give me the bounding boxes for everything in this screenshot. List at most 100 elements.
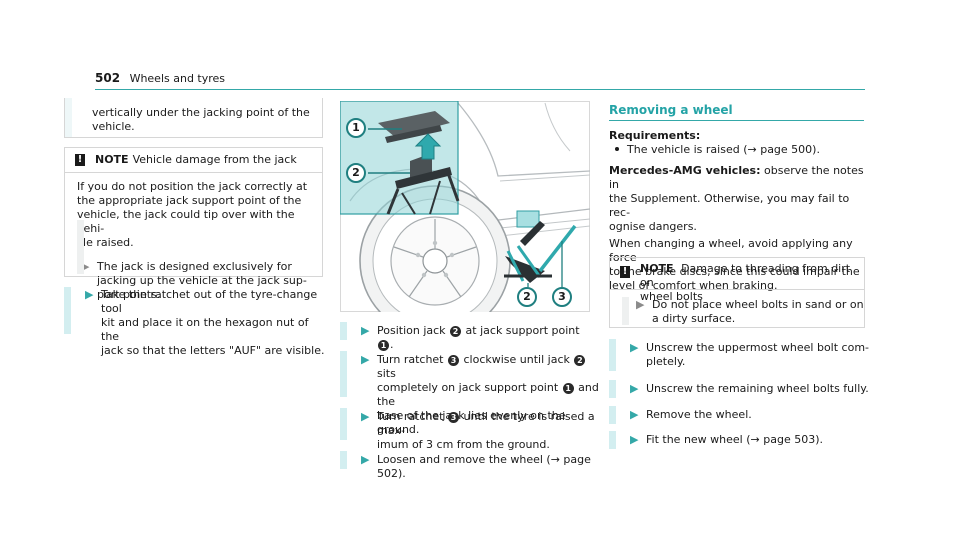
ref-number: 2 [574,355,586,366]
step-indicator [609,339,616,371]
amg-label: Mercedes-AMG vehicles: [609,164,761,177]
continued-line: vehicle. [92,120,135,133]
step-take-ratchet: ▶ Take the ratchet out of the tyre-chang… [85,288,325,358]
step-text: Unscrew the uppermost wheel bolt com- [646,341,870,354]
section-divider [609,120,864,121]
step-indicator [609,380,616,398]
note-indicator [77,220,84,274]
note-label: NOTE [640,262,674,275]
step-line: jack so that the letters "AUF" are visib… [101,344,325,357]
callout-2: 2 [346,163,366,183]
step-text: pletely. [646,355,686,368]
arrow-icon: ▶ [85,288,94,301]
arrow-icon: ▶ [630,408,639,421]
note-title: Damage to threading from dirt on [640,262,851,289]
arrow-icon: ▶ [630,433,639,446]
arrow-icon: ▶ [361,410,370,423]
requirements: Requirements: The vehicle is raised (→ p… [609,129,869,293]
header-divider [95,89,865,90]
arrow-icon: ▶ [81,260,90,273]
step-text: Turn ratchet [377,410,444,423]
ref-number: 2 [450,326,462,337]
bullet-icon [615,147,619,151]
figure-jack-illustration: 1 2 2 3 [339,100,591,337]
note-line: vehicle, the jack could tip over with th… [77,208,295,235]
jack-diagram [339,100,591,337]
note-sub-line: port points. [97,288,161,301]
section-title: Removing a wheel [609,103,733,117]
arrow-icon: ▶ [361,324,370,337]
note-sub-item: ▶ Do not place wheel bolts in sand or on… [636,298,864,326]
note-sub-line: a dirty surface. [652,312,736,325]
note-box-thread-damage: ! NOTE Damage to threading from dirt on … [609,257,865,328]
step-turn-ratchet-clockwise: ▶ Turn ratchet 3 clockwise until jack 2 … [361,353,601,437]
step-text: Position jack [377,324,446,337]
step-indicator [340,351,347,397]
requirements-label: Requirements: [609,129,701,142]
step-text: Turn ratchet [377,353,444,366]
step-text: clockwise until jack [463,353,570,366]
step-position-jack: ▶ Position jack 2 at jack support point … [361,324,596,352]
continued-box: vertically under the jacking point of th… [64,98,323,138]
step-remove-wheel: ▶ Remove the wheel. [630,408,870,422]
ref-number: 3 [448,412,459,423]
step-indicator [340,451,347,469]
step-text: Fit the new wheel (→ page 503). [646,433,823,446]
step-indicator [340,408,347,440]
step-text: Unscrew the remaining wheel bolts fully. [646,382,869,395]
step-text: Loosen and remove the wheel (→ page 502)… [377,453,591,480]
warning-icon: ! [75,154,85,166]
step-text: and the [377,381,599,408]
note-sub-line: The jack is designed exclusively for [97,260,292,273]
callout-3: 3 [552,287,572,307]
amg-text: the Supplement. Otherwise, you may fail … [609,192,850,219]
page-number: 502 [95,71,121,85]
note-sub-line: jacking up the vehicle at the jack sup- [97,274,307,287]
note-line: cle raised. [77,236,134,249]
arrow-icon: ▶ [630,382,639,395]
step-text: base of the jack lies evenly on the grou… [377,409,566,436]
note-header: ! NOTE Damage to threading from dirt on … [610,258,864,303]
arrow-icon: ▶ [636,298,645,311]
step-indicator [64,287,71,334]
step-indicator [340,322,347,340]
step-raise-tyre: ▶ Turn ratchet 3 until the tyre is raise… [361,410,601,452]
step-line: Take the ratchet out of the tyre-change … [101,288,318,315]
step-loosen-wheel: ▶ Loosen and remove the wheel (→ page 50… [361,453,601,481]
page-title: Wheels and tyres [129,72,226,85]
step-line: kit and place it on the hexagon nut of t… [101,316,309,343]
step-text: completely on jack support point [377,381,559,394]
step-text: at jack support point [465,324,580,337]
note-sub-item: ▶ The jack is designed exclusively for j… [81,260,310,302]
callout-1: 1 [346,118,366,138]
note-header: ! NOTE Vehicle damage from the jack [65,148,322,173]
step-text: imum of 3 cm from the ground. [377,438,550,451]
requirement-item: The vehicle is raised (→ page 500). [615,143,869,157]
note-indicator [622,297,629,325]
note-sub-line: Do not place wheel bolts in sand or on [652,298,864,311]
ref-number: 1 [378,340,389,351]
change-text: level of comfort when braking. [609,279,778,292]
step-indicator [609,431,616,449]
page-header: 502 Wheels and tyres [95,71,865,87]
continued-indicator [65,98,72,137]
step-text: sits [377,367,396,380]
note-line: the appropriate jack support point of th… [77,194,302,207]
step-fit-new-wheel: ▶ Fit the new wheel (→ page 503). [630,433,870,447]
arrow-icon: ▶ [361,353,370,366]
ref-number: 3 [448,355,459,366]
step-unscrew-uppermost: ▶ Unscrew the uppermost wheel bolt com- … [630,341,870,369]
amg-text: observe the notes in [609,164,864,191]
step-text: until the tyre is raised a max- [377,410,595,437]
ref-number: 1 [562,383,574,394]
note-line: If you do not position the jack correctl… [77,180,308,193]
warning-icon: ! [620,266,630,278]
note-label: NOTE [95,153,129,166]
note-body: If you do not position the jack correctl… [65,173,322,302]
arrow-icon: ▶ [361,453,370,466]
requirement-text: The vehicle is raised (→ page 500). [627,143,820,156]
continued-line: vertically under the jacking point of th… [92,106,310,119]
step-unscrew-remaining: ▶ Unscrew the remaining wheel bolts full… [630,382,870,396]
note-title: wheel bolts [640,290,703,303]
arrow-icon: ▶ [630,341,639,354]
